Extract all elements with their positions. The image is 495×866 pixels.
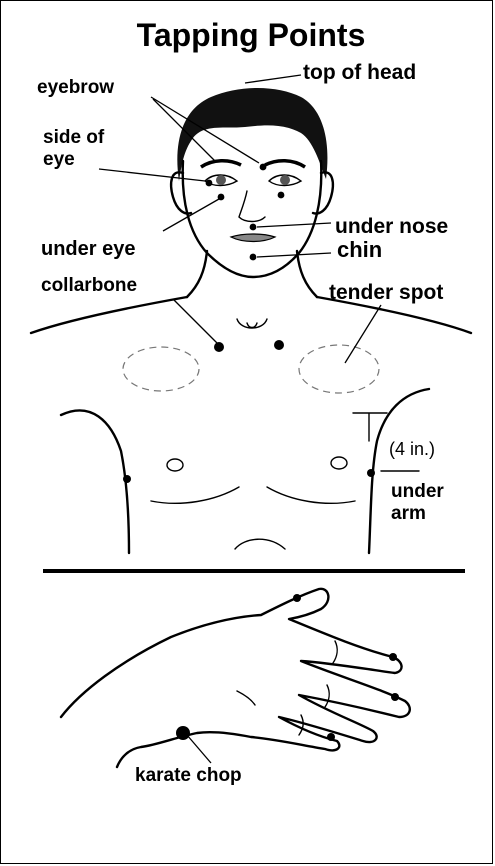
left-pupil — [216, 175, 226, 185]
leader-side-of-eye — [99, 169, 205, 181]
label-under-arm-line1: under — [391, 481, 444, 502]
leader-tender-spot — [345, 305, 381, 363]
leader-karate-chop — [187, 735, 211, 763]
nose — [239, 191, 265, 222]
label-chin: chin — [337, 237, 382, 262]
side-of-eye-point — [206, 180, 213, 187]
knuckle-1 — [333, 641, 337, 663]
finger-point-4 — [327, 733, 335, 741]
label-collarbone: collarbone — [41, 275, 137, 296]
collar-notch — [237, 319, 267, 328]
leader-top-of-head — [245, 75, 301, 83]
tender-spot-right-oval — [299, 345, 379, 393]
face-illustration — [171, 88, 333, 297]
neck-left — [187, 251, 207, 297]
label-top-of-head: top of head — [303, 61, 416, 84]
label-eyebrow: eyebrow — [37, 77, 114, 98]
mouth — [231, 234, 275, 242]
collar-notch-inner — [247, 323, 257, 328]
finger-point-3 — [391, 693, 399, 701]
page-title: Tapping Points — [137, 17, 366, 53]
leader-lines — [99, 75, 381, 763]
tender-spot-left-oval — [123, 347, 199, 391]
left-eyebrow — [201, 161, 241, 167]
knuckle-2 — [325, 685, 329, 707]
under-eye-point-right — [278, 192, 285, 199]
label-tender-spot: tender spot — [329, 281, 443, 304]
hand-illustration — [61, 589, 410, 767]
collarbone-point-right — [274, 340, 284, 350]
label-under-eye: under eye — [41, 238, 135, 260]
hand-outline — [61, 589, 410, 767]
leader-chin — [257, 253, 331, 257]
left-nipple — [167, 459, 183, 471]
neck-right — [297, 251, 317, 297]
label-four-inches: (4 in.) — [389, 439, 435, 459]
karate-chop-point — [176, 726, 190, 740]
finger-point-2 — [389, 653, 397, 661]
label-side-of-eye-line1: side of — [43, 127, 105, 148]
right-ear — [313, 172, 333, 213]
label-karate-chop: karate chop — [135, 765, 242, 786]
knuckle-3 — [299, 715, 303, 735]
left-pec — [151, 487, 239, 503]
chin-point — [250, 254, 257, 261]
left-arm-line — [61, 410, 129, 553]
finger-point-1 — [293, 594, 301, 602]
right-pec — [267, 487, 355, 503]
collarbone-point-left — [214, 342, 224, 352]
right-pupil — [280, 175, 290, 185]
abdomen-line — [235, 539, 285, 549]
left-shoulder — [31, 297, 187, 333]
knuckle-4 — [237, 691, 255, 705]
under-arm-point-left — [123, 475, 131, 483]
under-nose-point — [250, 224, 257, 231]
label-under-arm-line2: arm — [391, 503, 426, 524]
eyebrow-point — [260, 164, 267, 171]
under-arm-point-right — [367, 469, 375, 477]
label-under-nose: under nose — [335, 215, 448, 238]
leader-under-nose — [257, 223, 331, 227]
leader-collarbone — [173, 299, 217, 343]
label-side-of-eye-line2: eye — [43, 149, 75, 170]
right-nipple — [331, 457, 347, 469]
right-eyebrow — [265, 161, 305, 167]
